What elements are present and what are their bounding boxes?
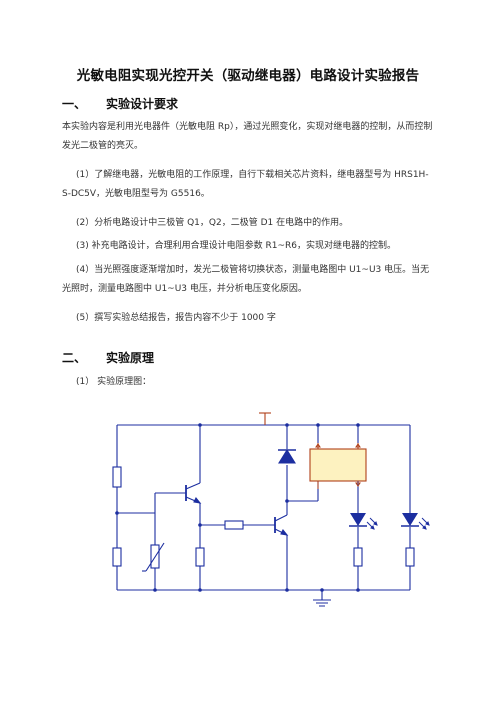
section-heading-principle: 二、 实验原理 xyxy=(62,349,154,366)
document-title: 光敏电阻实现光控开关（驱动继电器）电路设计实验报告 xyxy=(76,68,420,84)
transistor-q2 xyxy=(274,514,289,536)
resistor-r2 xyxy=(112,547,122,567)
led-2 xyxy=(401,513,430,530)
requirement-item-2: (2）分析电路设计中三极管 Q1，Q2，二极管 D1 在电路中的作用。 xyxy=(76,218,349,228)
resistor-r3 xyxy=(195,547,205,567)
circuit-schematic xyxy=(112,412,430,607)
resistor-r4 xyxy=(224,520,244,530)
requirement-item-5: (5）撰写实验总结报告，报告内容不少于 1000 字 xyxy=(76,313,276,323)
transistor-q1 xyxy=(185,482,202,504)
resistor-r5 xyxy=(353,547,363,567)
requirement-item-3: (3) 补充电路设计，合理利用合理设计电阻参数 R1~R6，实现对继电器的控制。 xyxy=(76,241,396,251)
section-number: 一、 xyxy=(62,97,87,111)
resistor-r6 xyxy=(405,547,415,567)
requirement-item-1: (1）了解继电器，光敏电阻的工作原理，自行下载相关芯片资料，继电器型号为 HRS… xyxy=(62,170,429,199)
ground-icon xyxy=(313,599,331,607)
junction-dots xyxy=(115,423,360,592)
led-1 xyxy=(349,513,378,530)
subsection-schematic-label: (1） 实验原理图： xyxy=(76,377,152,387)
light-emission-icon xyxy=(418,517,430,530)
circuit-wires xyxy=(116,412,411,600)
relay-hrs1h xyxy=(309,443,367,489)
section-label: 实验原理 xyxy=(106,351,155,365)
resistor-r1 xyxy=(112,466,122,488)
resistors xyxy=(112,466,415,567)
section-number: 二、 xyxy=(62,351,87,365)
section-heading-requirements: 一、 实验设计要求 xyxy=(62,95,178,112)
diode-d1 xyxy=(278,448,296,464)
requirement-item-4: (4）当光照强度逐渐增加时，发光二极管将切换状态，测量电路图中 U1~U3 电压… xyxy=(62,265,430,294)
photoresistor-rp xyxy=(142,542,165,572)
light-emission-icon xyxy=(366,517,378,530)
intro-paragraph: 本实验内容是利用光电器件（光敏电阻 Rp），通过光照变化，实现对继电器的控制，从… xyxy=(62,122,433,151)
section-label: 实验设计要求 xyxy=(106,97,179,111)
